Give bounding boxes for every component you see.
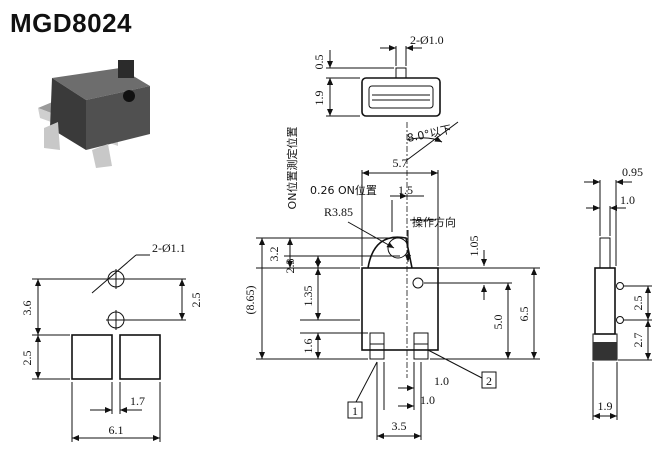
front-view-actuator [367,236,413,269]
terminal-2-box [481,371,497,389]
front-view-dim-5-0: 5.0 [491,315,505,330]
footprint-hole-callout: 2-Ø1.1 [152,241,186,255]
footprint-dim-hole-pitch: 2.5 [189,293,203,308]
front-view-radius: R3.85 [324,205,353,219]
product-photo [38,60,150,168]
side-view-dim-1-9: 1.9 [598,399,613,413]
front-view-dim-1-0-a: 1.0 [434,374,449,388]
side-view-dim-2-7: 2.7 [631,333,645,348]
footprint-drawing [32,254,186,442]
side-view-dim-0-95: 0.95 [622,165,643,179]
front-view-pivot [412,277,424,289]
side-view-dim-1-0: 1.0 [620,193,635,207]
terminal-1-label: 1 [352,404,358,418]
footprint-pad-right [119,334,161,380]
front-view-dim-6-5: 6.5 [517,307,531,322]
front-view-drawing [256,121,540,440]
part-number-title: MGD8024 [10,8,132,38]
operation-direction-label: 操作方向 [412,215,456,229]
on-position-label: 0.26 ON位置 [310,183,377,197]
front-view-dim-1-0-b: 1.0 [420,393,435,407]
front-view-dim-overall-height: (8.65) [243,286,257,315]
top-view-pin-callout: 2-Ø1.0 [410,33,444,47]
top-view-dim-a: 0.5 [312,55,326,70]
front-view-terminal-2 [413,332,429,360]
front-view-dim-3-5: 3.5 [392,419,407,433]
top-view-dim-b: 1.9 [312,91,326,106]
footprint-pad-left [71,334,113,380]
side-view-actuator [599,237,611,269]
top-view-body [361,77,441,117]
terminal-2-label: 2 [486,374,492,388]
footprint-dim-hole-to-pad: 3.6 [20,301,34,316]
footprint-dim-overall-width: 6.1 [109,423,124,437]
terminal-1-box [347,401,363,419]
max-angle-label: 8.0°以下 [406,123,453,145]
front-view-terminal-1 [369,332,385,360]
side-view-body [594,267,616,335]
top-view-pin [395,67,407,79]
front-view-dim-3-2: 3.2 [267,247,281,262]
front-view-dim-1-5: 1.5 [398,183,413,197]
footprint-dim-pad-gap: 1.7 [130,394,145,408]
side-view-drawing [584,179,652,420]
front-view-dim-1-05: 1.05 [467,236,481,257]
front-view-body [361,267,439,351]
front-view-dim-1-6: 1.6 [301,339,315,354]
front-view-dim-width: 5.7 [393,156,408,170]
on-measure-position-label: ON位置測定位置 [285,127,299,210]
front-view-dim-1-35: 1.35 [301,286,315,307]
footprint-dim-pad-height: 2.5 [20,351,34,366]
side-view-dim-2-5: 2.5 [631,296,645,311]
front-view-dim-2-3: 2.3 [283,259,297,274]
top-view-drawing [326,45,441,117]
